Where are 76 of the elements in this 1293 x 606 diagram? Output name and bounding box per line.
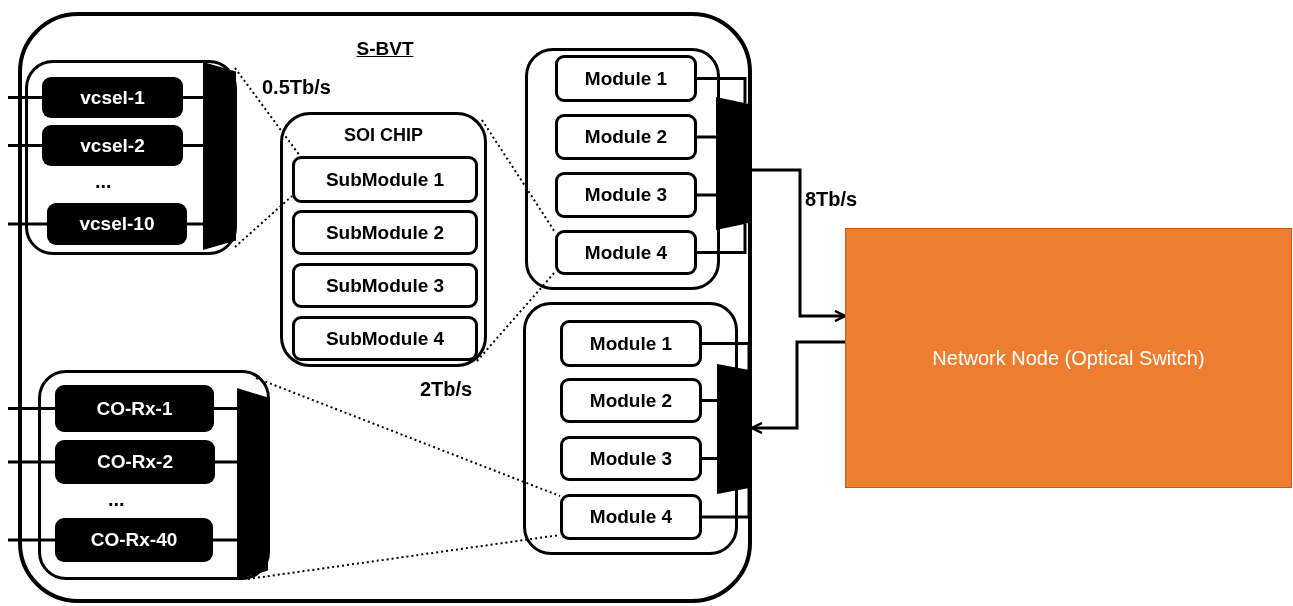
component-label: vcsel-10 — [79, 213, 155, 235]
chip-box — [280, 112, 487, 367]
connector-line — [697, 77, 747, 103]
connector-line — [8, 222, 47, 226]
rate-label: 8Tb/s — [805, 188, 858, 211]
multiplexer-shape — [237, 388, 268, 580]
module-box — [560, 436, 702, 481]
component-label: vcsel-2 — [80, 134, 145, 157]
module-box — [555, 172, 697, 218]
connector-line — [187, 222, 203, 226]
ellipsis: ... — [108, 488, 125, 511]
component-box — [42, 77, 183, 118]
component-box — [55, 440, 215, 484]
zoom-line — [255, 377, 561, 497]
module-label: SubModule 2 — [325, 221, 445, 244]
connector-line — [183, 144, 203, 147]
connector-line — [697, 135, 716, 139]
connector-line — [8, 460, 55, 464]
multiplexer-shape — [203, 62, 236, 250]
connector-line — [697, 193, 716, 197]
rate-label: 0.5Tb/s — [262, 76, 331, 99]
connector-line — [8, 407, 55, 410]
module-box — [555, 114, 697, 160]
component-label: CO-Rx-40 — [90, 529, 178, 551]
module-label: Module 2 — [589, 389, 673, 412]
connector-line — [213, 538, 237, 542]
group-box — [525, 48, 720, 290]
connector-line — [214, 407, 237, 410]
component-box — [47, 203, 187, 245]
module-box — [555, 230, 697, 275]
connector-line — [8, 96, 42, 99]
module-box — [560, 320, 702, 367]
zoom-line — [234, 67, 301, 157]
transceiver-title: S-BVT — [356, 38, 414, 60]
connector-line — [702, 457, 717, 460]
network-node-box — [845, 228, 1292, 488]
module-label: Module 3 — [589, 447, 673, 470]
group-box — [25, 60, 237, 255]
connector-line — [183, 96, 203, 99]
ellipsis: ... — [95, 170, 112, 193]
component-label: vcsel-1 — [80, 86, 145, 109]
group-box — [38, 370, 270, 580]
network-node-label: Network Node (Optical Switch) — [932, 346, 1205, 370]
module-label: SubModule 3 — [325, 274, 445, 297]
module-label: Module 4 — [584, 241, 668, 264]
module-box — [292, 210, 478, 255]
module-box — [292, 263, 478, 308]
zoom-line — [481, 119, 556, 233]
chip-title: SOI CHIP — [344, 125, 423, 146]
zoom-line — [234, 195, 293, 248]
module-box — [560, 494, 702, 540]
zoom-line — [476, 271, 556, 362]
module-label: Module 2 — [584, 126, 668, 148]
module-box — [560, 378, 702, 423]
component-box — [55, 385, 214, 432]
module-label: Module 1 — [584, 67, 668, 90]
module-box — [292, 156, 478, 203]
component-box — [42, 125, 183, 166]
component-label: CO-Rx-1 — [96, 397, 173, 420]
multiplexer-shape — [716, 97, 748, 230]
connector-line — [697, 224, 747, 254]
component-label: CO-Rx-2 — [97, 451, 173, 473]
connector-line — [8, 144, 42, 147]
module-label: SubModule 1 — [325, 168, 445, 191]
module-box — [292, 316, 478, 361]
component-box — [55, 518, 213, 562]
connector-line — [8, 538, 55, 542]
module-label: SubModule 4 — [325, 327, 445, 350]
module-label: Module 3 — [584, 184, 668, 206]
rate-label: 2Tb/s — [420, 378, 473, 401]
module-label: Module 4 — [589, 506, 673, 528]
connector-line — [215, 460, 237, 464]
connector-line — [702, 399, 717, 402]
module-box — [555, 55, 697, 102]
module-label: Module 1 — [589, 332, 673, 355]
transceiver-box — [18, 12, 752, 603]
